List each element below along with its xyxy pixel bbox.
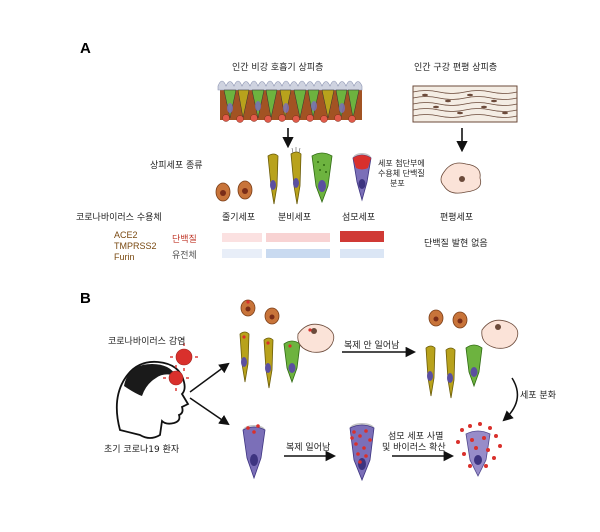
receptor-annotation-line: 수용체 단백질	[378, 169, 425, 178]
receptor-annotation: 세포 첨단부에 수용체 단백질 분포	[378, 159, 425, 189]
arrow-differentiation	[502, 377, 519, 422]
secretory-cells	[267, 147, 302, 205]
differentiation-label: 세포 분화	[520, 391, 556, 401]
gene-ace2: ACE2	[114, 230, 138, 240]
nasal-epithelium-title: 인간 비강 호흡기 상피층	[232, 63, 324, 73]
basal-cells	[215, 180, 253, 202]
virus-spikes	[163, 343, 198, 391]
virus-particles	[168, 348, 193, 386]
protein-bar-ciliated	[340, 231, 384, 242]
arrow-to-upper-path	[189, 362, 230, 393]
squamous-cell	[440, 162, 482, 194]
rna-bar-ciliated	[340, 249, 384, 258]
rna-label: 유전체	[172, 251, 197, 261]
oral-epithelium-title: 인간 구강 편평 상피층	[414, 63, 498, 73]
cell-type-ciliated: 섬모세포	[342, 213, 376, 223]
receptor-label: 코로나바이러스 수용체	[76, 213, 162, 223]
rna-bar-stem	[222, 249, 262, 258]
ciliated-cells	[311, 152, 372, 204]
panel-b-letter: B	[80, 290, 91, 307]
panel-a-letter: A	[80, 40, 91, 57]
rna-bar-secretory	[266, 249, 330, 258]
receptor-annotation-line: 세포 첨단부에	[378, 159, 425, 168]
receptor-annotation-line: 분포	[390, 179, 405, 188]
gene-tmprss2: TMPRSS2	[114, 241, 157, 251]
spread-label-line: 섬모 세포 사멸	[388, 432, 444, 442]
spread-label-line: 및 바이러스 확산	[382, 443, 446, 453]
protein-bar-stem	[222, 233, 262, 242]
dying-ciliated-cell	[456, 422, 502, 477]
replicating-ciliated-cell	[349, 423, 375, 482]
arrow-to-lower-path	[189, 397, 230, 426]
upper-path-cells-after	[425, 309, 519, 399]
infection-label: 코로나바이러스 감염	[108, 337, 186, 347]
no-replication-label: 복제 안 일어남	[344, 341, 400, 351]
protein-bar-secretory	[266, 233, 330, 242]
spread-label: 섬모 세포 사멸 및 바이러스 확산	[382, 432, 446, 454]
lower-path-ciliated-cell	[242, 424, 266, 480]
replication-label: 복제 일어남	[286, 443, 331, 453]
epithelial-types-label: 상피세포 종류	[150, 161, 203, 171]
cell-type-squamous: 편평세포	[440, 213, 474, 223]
gene-furin: Furin	[114, 252, 135, 262]
nasal-epithelium-illustration	[217, 80, 363, 123]
cell-type-secretory: 분비세포	[278, 213, 312, 223]
cell-type-stem: 줄기세포	[222, 213, 256, 223]
protein-label: 단백질	[172, 235, 197, 245]
oral-squamous-illustration	[412, 85, 518, 123]
patient-label: 초기 코로나19 환자	[104, 445, 180, 455]
no-expression-label: 단백질 발현 없음	[424, 239, 488, 249]
upper-path-cells	[239, 299, 335, 389]
